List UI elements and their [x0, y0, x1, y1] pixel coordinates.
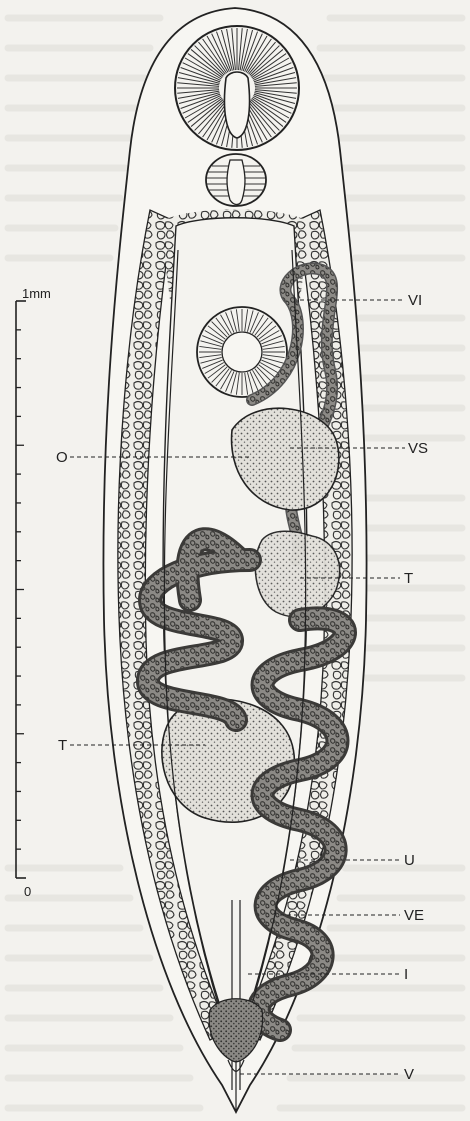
label-vi: VI [408, 292, 422, 309]
label-v: V [404, 1066, 414, 1083]
label-t-lower: T [58, 737, 67, 754]
label-t-upper: T [404, 570, 413, 587]
label-ve: VE [404, 907, 424, 924]
label-o: O [56, 449, 68, 466]
scale-bar-bottom-label: 0 [24, 884, 31, 899]
oral-sucker [175, 26, 299, 150]
scale-bar-top-label: 1mm [22, 286, 51, 301]
pharynx [206, 154, 266, 206]
label-u: U [404, 852, 415, 869]
label-i: I [404, 966, 408, 983]
label-vs: VS [408, 440, 428, 457]
testis-anterior [255, 531, 339, 617]
